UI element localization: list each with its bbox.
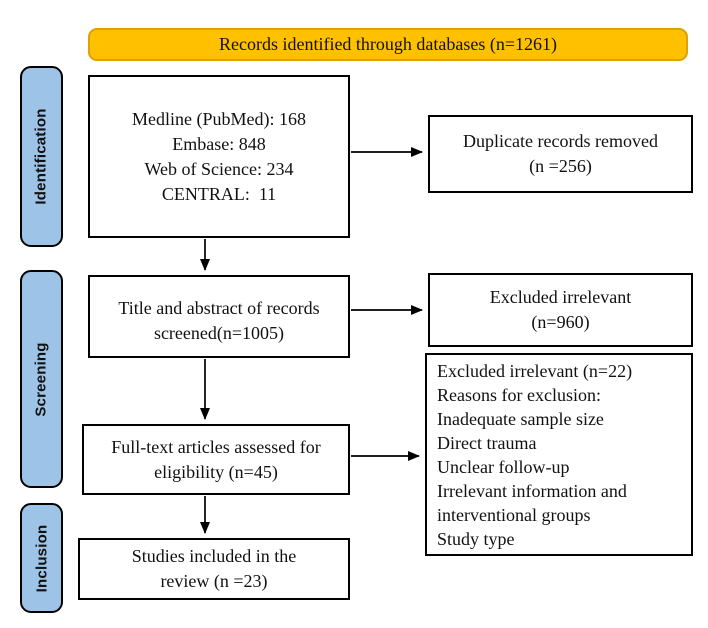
stage-identification-label: Identification [33, 108, 51, 205]
box-text-line: screened(n=1005) [153, 322, 285, 343]
banner-label: Records identified through databases (n=… [218, 34, 558, 54]
box-text-line: eligibility (n=45) [154, 461, 278, 482]
stage-screening: Screening [20, 270, 63, 488]
exclusion-reason: interventional groups [437, 505, 591, 525]
database-count-wos: Web of Science: 234 [144, 158, 294, 179]
box-excluded-irrelevant: Excluded irrelevant (n=960) [428, 273, 693, 347]
box-text-line: Full-text articles assessed for [111, 436, 321, 457]
box-text-line: (n=960) [531, 312, 590, 332]
box-records-by-database: Medline (PubMed): 168 Embase: 848 Web of… [88, 75, 350, 238]
box-text-line: review (n =23) [160, 571, 268, 591]
exclusion-reason: Unclear follow-up [437, 457, 570, 477]
database-count-medline: Medline (PubMed): 168 [132, 108, 306, 129]
box-title-abstract-screened: Title and abstract of records screened(n… [88, 275, 350, 358]
box-text-line: Title and abstract of records [118, 297, 320, 318]
box-text-line: Duplicate records removed [463, 131, 658, 151]
exclusion-reason: Study type [437, 529, 515, 549]
stage-inclusion: Inclusion [20, 503, 63, 613]
box-fulltext-assessed: Full-text articles assessed for eligibil… [82, 424, 350, 495]
exclusion-reason: Irrelevant information and [437, 481, 627, 501]
stage-screening-label: Screening [33, 341, 51, 417]
exclusion-reasons-head: Reasons for exclusion: [437, 385, 601, 405]
stage-inclusion-label: Inclusion [33, 524, 51, 592]
exclusion-reason: Inadequate sample size [437, 409, 604, 429]
exclusion-count: Excluded irrelevant (n=22) [437, 361, 633, 381]
database-count-embase: Embase: 848 [172, 133, 266, 154]
box-text-line: (n =256) [529, 156, 592, 176]
box-exclusion-reasons: Excluded irrelevant (n=22) Reasons for e… [425, 353, 693, 556]
box-duplicates-removed: Duplicate records removed (n =256) [428, 115, 693, 193]
box-studies-included: Studies included in the review (n =23) [78, 538, 350, 600]
database-count-central: CENTRAL: 11 [161, 183, 277, 204]
banner-records-identified: Records identified through databases (n=… [88, 28, 688, 61]
box-text-line: Studies included in the [131, 546, 297, 566]
stage-identification: Identification [20, 66, 63, 247]
exclusion-reason: Direct trauma [437, 433, 537, 453]
box-text-line: Excluded irrelevant [489, 287, 632, 307]
